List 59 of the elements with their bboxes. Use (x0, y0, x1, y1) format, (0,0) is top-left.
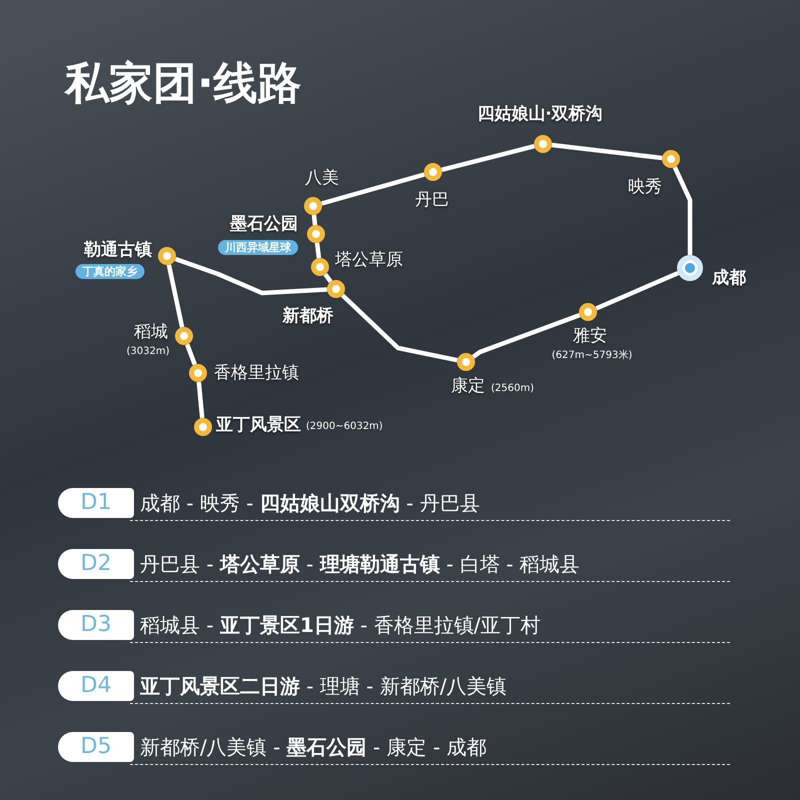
itinerary-text: 丹巴县 - 塔公草原 - 理塘勒通古镇 - 白塔 - 稻城县 (140, 551, 580, 577)
route-line (321, 172, 425, 206)
place-name: 墨石公园 (230, 214, 298, 234)
altitude-note: (2560m) (491, 383, 534, 395)
place-name: 四姑娘山·双桥沟 (477, 104, 603, 124)
place-name: 雅安 (573, 326, 607, 346)
stop-marker (327, 280, 345, 298)
place-name: 八美 (305, 168, 339, 188)
route-line (441, 144, 535, 172)
stop-marker (662, 150, 680, 168)
day-badge: D1 (58, 488, 134, 518)
route-line (314, 242, 322, 258)
stop-marker (175, 327, 193, 345)
day-badge: D4 (58, 671, 134, 701)
day-badge: D5 (58, 732, 134, 762)
itinerary-text: 新都桥/八美镇 - 墨石公园 - 康定 - 成都 (140, 734, 487, 760)
route-line (174, 256, 328, 296)
altitude-note: (2900~6032m) (306, 421, 383, 433)
place-name: 新都桥 (282, 306, 334, 326)
stop-marker (158, 247, 176, 265)
itinerary-text: 稻城县 - 亚丁景区1日游 - 香格里拉镇/亚丁村 (140, 612, 541, 638)
route-line (672, 166, 692, 255)
stop-marker (311, 258, 329, 276)
place-name: 香格里拉镇 (214, 363, 299, 383)
route-line (323, 272, 333, 284)
route-line (340, 294, 458, 362)
place-name: 康定 (451, 376, 485, 396)
day-badge: D3 (58, 610, 134, 640)
route-line (312, 214, 318, 226)
place-name: 丹巴 (415, 190, 449, 210)
route-line (196, 382, 204, 418)
route-line (185, 344, 197, 366)
route-line (595, 271, 679, 310)
day-badge: D2 (58, 549, 134, 579)
place-name: 塔公草原 (335, 250, 403, 270)
altitude-note: (627m~5793米) (552, 350, 632, 362)
itinerary-text: 亚丁风景区二日游 - 理塘 - 新都桥/八美镇 (140, 673, 507, 699)
title: 私家团·线路 (65, 58, 302, 110)
stop-marker (424, 163, 442, 181)
place-name: 勒通古镇 (84, 240, 152, 260)
itinerary-text: 成都 - 映秀 - 四姑娘山双桥沟 - 丹巴县 (140, 490, 480, 516)
place-name: 亚丁风景区 (216, 415, 301, 435)
route-line (166, 264, 184, 328)
stop-marker (194, 418, 212, 436)
place-name: 稻城 (134, 322, 168, 342)
tagline-badge: 丁真的家乡 (76, 264, 144, 279)
tagline-badge: 川西异域星球 (218, 240, 298, 255)
place-name: 成都 (712, 268, 746, 288)
place-name: 映秀 (628, 177, 662, 197)
stop-marker (579, 303, 597, 321)
stop-marker (307, 225, 325, 243)
route-line (472, 312, 580, 359)
stop-marker (534, 135, 552, 153)
stop-marker (457, 353, 475, 371)
stop-marker (304, 197, 322, 215)
route-line (552, 142, 662, 160)
stop-marker (189, 364, 207, 382)
city-marker (677, 255, 703, 281)
altitude-note: (3032m) (126, 346, 170, 358)
